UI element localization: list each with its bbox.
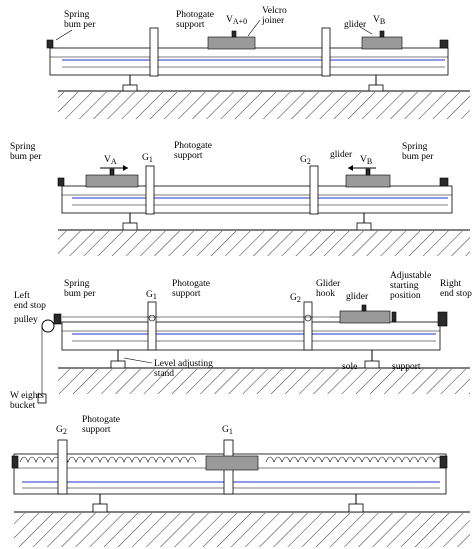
label-v-b: VB: [360, 155, 372, 166]
label-glider: glider: [344, 20, 367, 30]
end-stop-left: [11, 455, 19, 469]
ground-hatch: [58, 369, 470, 394]
photogate-g2: [309, 165, 319, 215]
spring-bumper-right: [439, 39, 449, 49]
label-g1: G1: [142, 153, 153, 164]
pulley: [41, 319, 55, 333]
label-glider: glider: [330, 150, 353, 160]
ground-hatch: [58, 231, 470, 256]
label-pulley: pulley: [14, 315, 38, 325]
photogate-g1: [147, 301, 157, 351]
glider-b: [345, 174, 391, 188]
label-v-b: VB: [373, 15, 385, 26]
photogate-support-2: [321, 27, 331, 77]
label-glider: glider: [346, 292, 369, 302]
label-g1: G1: [222, 425, 233, 436]
photogate-support-1: [149, 27, 159, 77]
air-track: [61, 321, 441, 351]
ground-hatch: [14, 513, 470, 547]
glider-a: [85, 174, 139, 188]
air-track: [49, 47, 449, 76]
photogate-g2: [57, 439, 68, 495]
label-g1: G1: [146, 290, 157, 301]
spring-coils: [19, 456, 443, 463]
glider-b: [361, 36, 403, 50]
label-support: support: [392, 362, 421, 372]
glider-a: [207, 36, 256, 50]
photogate-g2: [303, 301, 313, 351]
label-g2: G2: [56, 425, 67, 436]
end-stop-right: [439, 455, 448, 469]
photogate-g1: [145, 165, 155, 215]
glider: [339, 310, 391, 324]
left-end-stop: [53, 313, 62, 325]
spring-bumper-right: [439, 177, 449, 187]
spring-bumper-left: [57, 177, 65, 187]
spring-bumper-left: [46, 39, 54, 49]
label-v-a: VA: [104, 155, 117, 166]
label-sole: sole: [342, 362, 357, 372]
weights-bucket: [37, 393, 47, 404]
label-g2: G2: [300, 155, 311, 166]
label-g2: G2: [290, 293, 301, 304]
label-v-ab: VA+0: [226, 15, 247, 26]
ground-hatch: [58, 92, 470, 119]
right-end-stop: [437, 311, 448, 327]
glider: [205, 455, 259, 471]
air-track: [61, 185, 453, 214]
